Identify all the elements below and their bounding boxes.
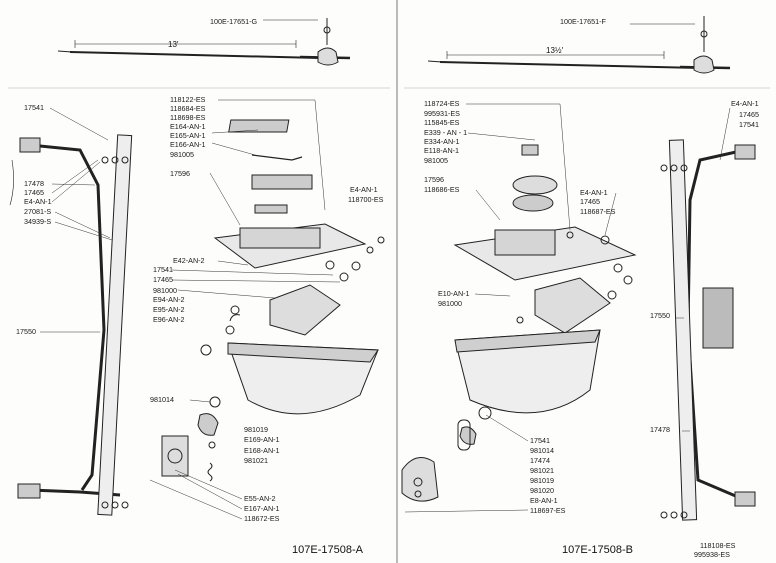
callout-label: 118687-ES [580,207,616,216]
callout-label: E4-AN-1 [580,188,608,197]
callout-label: 118686-ES [424,185,460,194]
assembly-number: 107E-17508-A [292,544,363,556]
callout-label: 118684-ES [170,104,206,113]
rod-length-dimension: 13′ [168,40,179,49]
callout-label: 17596 [170,169,190,178]
callout-label: 17478 [650,425,670,434]
right-control-rod [427,16,731,74]
callout-label: E334-AN-1 [424,137,460,146]
callout-label: 17550 [650,311,670,320]
callout-label: 17541 [153,265,173,274]
callout-label: 995938-ES [694,550,730,559]
left-lock-mechanism [161,119,385,482]
callout-label: E4-AN-1 [24,197,52,206]
callout-label: 981005 [424,156,448,165]
callout-label: 981005 [170,150,194,159]
callout-label: 118122-ES [170,95,206,104]
callout-label: E94-AN-2 [153,295,185,304]
callout-label: E55-AN-2 [244,494,276,503]
callout-label: E4-AN-1 [350,185,378,194]
callout-label: E168-AN-1 [244,446,280,455]
callout-label: 27081-S [24,207,52,216]
callout-label: 17541 [530,436,550,445]
callout-label: 981019 [244,425,268,434]
right-lock-mechanism [401,144,637,502]
right-linkage-arm [660,139,756,521]
rod-length-dimension: 13½′ [546,46,564,55]
rod-part-number: 100E-17651-F [560,17,606,26]
callout-label: 118672-ES [244,514,280,523]
callout-label: E4-AN-1 [731,99,759,108]
callout-label: 115845-ES [424,118,460,127]
callout-label: 17465 [739,110,759,119]
callout-label: 17465 [580,197,600,206]
callout-label: E166-AN-1 [170,140,206,149]
left-linkage-arm [9,134,133,516]
callout-label: E165-AN-1 [170,131,206,140]
callout-label: 118724-ES [424,99,460,108]
callout-label: 981000 [153,286,177,295]
callout-label: 17465 [153,275,173,284]
callout-label: 981014 [150,395,174,404]
callout-label: 17474 [530,456,550,465]
callout-label: E10-AN-1 [438,289,470,298]
callout-label: E169-AN-1 [244,435,280,444]
callout-label: E8-AN-1 [530,496,558,505]
callout-label: E95-AN-2 [153,305,185,314]
callout-label: 981020 [530,486,554,495]
callout-label: 981000 [438,299,462,308]
callout-label: 981021 [244,456,268,465]
callout-label: 995931-ES [424,109,460,118]
callout-label: 118697-ES [530,506,566,515]
callout-label: 118700-ES [348,195,384,204]
callout-label: E42-AN-2 [173,256,205,265]
callout-label: 17550 [16,327,36,336]
callout-label: 17596 [424,175,444,184]
callout-label: E96-AN-2 [153,315,185,324]
callout-label: E164-AN-1 [170,122,206,131]
assembly-number: 107E-17508-B [562,544,633,556]
callout-label: 118698-ES [170,113,206,122]
callout-label: 17541 [739,120,759,129]
left-control-rod [57,18,351,66]
callout-label: 981019 [530,476,554,485]
rod-part-number: 100E-17651-G [210,17,258,26]
callout-label: E118-AN-1 [424,146,460,155]
callout-label: 981014 [530,446,554,455]
callout-label: 17541 [24,103,44,112]
callout-label: 17465 [24,188,44,197]
callout-label: E167-AN-1 [244,504,280,513]
callout-label: 981021 [530,466,554,475]
callout-label: 118108-ES [700,541,736,550]
callout-label: E339 - AN - 1 [424,128,468,137]
callout-label: 17478 [24,179,44,188]
callout-label: 34939-S [24,217,52,226]
